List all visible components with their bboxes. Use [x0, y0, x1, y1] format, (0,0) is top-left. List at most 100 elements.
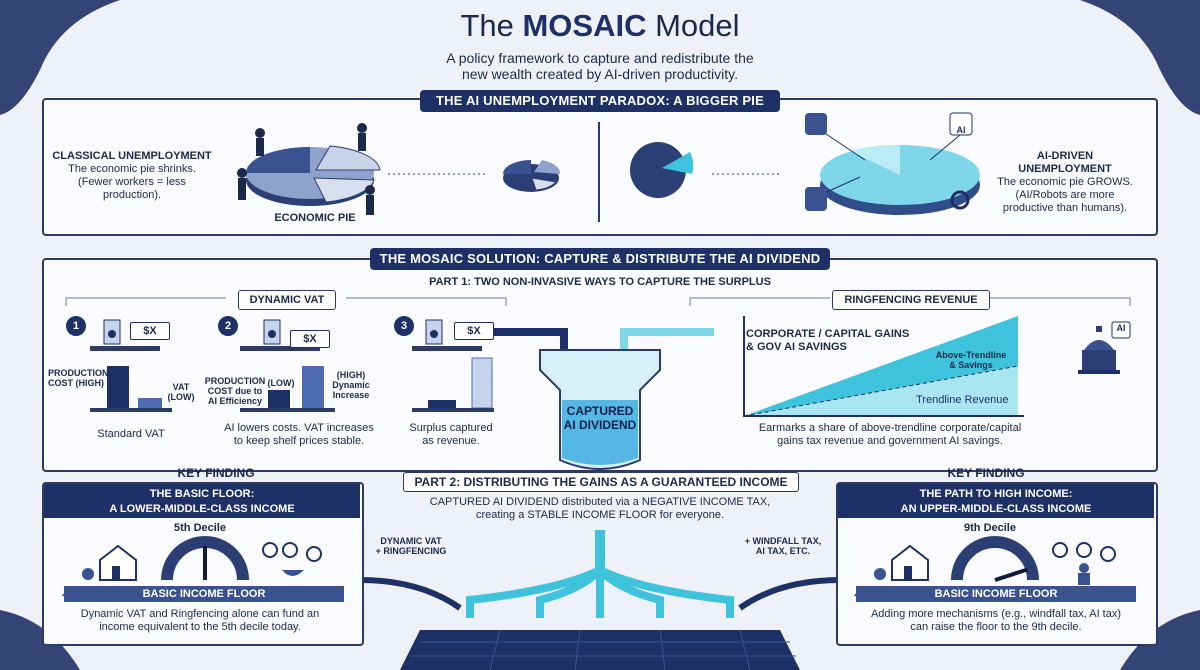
paradox-banner: THE AI UNEMPLOYMENT PARADOX: A BIGGER PI…	[420, 90, 780, 112]
left-header-line-2: A LOWER-MIDDLE-CLASS INCOME	[109, 503, 295, 515]
capitol-icon	[1078, 321, 1131, 374]
part2-desc-line-1: CAPTURED AI DIVIDEND distributed via a N…	[429, 496, 771, 508]
step-3-number: 3	[394, 316, 414, 336]
ringfencing-caption-line-2: gains tax revenue and government AI savi…	[777, 435, 1003, 447]
step-3-caption: Surplus captured as revenue.	[396, 422, 506, 448]
step-2-low-label: (LOW)	[267, 378, 295, 388]
paradox-divider	[598, 122, 600, 222]
page-subtitle: A policy framework to capture and redist…	[300, 50, 900, 82]
robot-icon-2	[805, 187, 827, 211]
step-1-cost-label: PRODUCTION COST (HIGH)	[48, 368, 109, 388]
step-1-price-tag: $X	[130, 322, 170, 340]
step-3-price-tag-text: $X	[467, 325, 481, 337]
left-finding-header: THE BASIC FLOOR: A LOWER-MIDDLE-CLASS IN…	[44, 484, 360, 518]
trendline-area	[744, 366, 1018, 416]
left-header-line-1: THE BASIC FLOOR:	[149, 488, 255, 500]
broken-pie-illustration	[237, 123, 381, 215]
step-1-number: 1	[66, 316, 86, 336]
gear-icon	[950, 190, 970, 210]
right-input-line-1: + WINDFALL TAX,	[744, 536, 822, 546]
ai-line-3: productive than humans).	[1002, 202, 1128, 214]
ai-title: AI-DRIVEN UNEMPLOYMENT	[1018, 150, 1112, 175]
corner-decoration-top-left	[0, 0, 120, 115]
page-title: The MOSAIC Model	[300, 8, 900, 44]
above-label-line-1: Above-Trendline	[935, 350, 1007, 360]
ai-badge-paradox: AI	[956, 125, 966, 135]
title-pre: The	[460, 8, 523, 43]
left-gauge	[161, 536, 249, 581]
ringfencing-ai-badge: AI	[1116, 323, 1126, 333]
left-caption-line-2: income equivalent to the 5th decile toda…	[99, 621, 301, 633]
gauge-needle	[994, 567, 1028, 582]
classical-title: CLASSICAL UNEMPLOYMENT	[52, 150, 212, 162]
classical-text: CLASSICAL UNEMPLOYMENT The economic pie …	[52, 150, 212, 202]
step-1-vat-label: VAT (LOW)	[167, 382, 195, 402]
dynamic-vat-header: DYNAMIC VAT	[238, 290, 336, 310]
step-2-caption-line-1: AI lowers costs. VAT increases	[224, 422, 374, 434]
paradox-dotted-line-right	[712, 173, 782, 175]
left-decile-label: 5th Decile	[174, 522, 226, 534]
price-tag-icon: $X	[143, 325, 157, 337]
ringfencing-bracket	[689, 297, 1131, 306]
right-input-label: + WINDFALL TAX, AI TAX, ETC.	[738, 536, 828, 556]
trendline	[743, 365, 1019, 417]
corner-decoration-top-right	[1080, 0, 1200, 115]
airplane-icon	[1076, 542, 1092, 558]
corner-decoration-bottom-right	[1120, 610, 1200, 670]
left-input-line-2: + RINGFENCING	[375, 546, 447, 556]
solution-banner: THE MOSAIC SOLUTION: CAPTURE & DISTRIBUT…	[370, 248, 830, 270]
paradox-dotted-line-left	[388, 173, 488, 175]
funnel-label: CAPTURED AI DIVIDEND	[540, 404, 660, 432]
step-3-shelf	[412, 319, 494, 412]
part2-desc-line-2: creating a STABLE INCOME FLOOR for every…	[476, 509, 724, 521]
step-3-price-tag: $X	[454, 322, 494, 340]
classical-line-2: (Fewer workers = less production).	[78, 176, 186, 201]
graduation-cap-icon	[1052, 542, 1068, 558]
ai-unemployment-text: AI-DRIVEN UNEMPLOYMENT The economic pie …	[990, 150, 1140, 215]
left-caption-line-1: Dynamic VAT and Ringfencing alone can fu…	[80, 608, 320, 620]
captured-dividend-funnel	[539, 349, 661, 470]
growing-pie-illustration	[805, 112, 980, 215]
step-3-caption-line-1: Surplus captured	[409, 422, 493, 434]
right-caption-line-1: Adding more mechanisms (e.g., windfall t…	[870, 608, 1122, 620]
part2-description: CAPTURED AI DIVIDEND distributed via a N…	[380, 496, 820, 522]
chart-title: CORPORATE / CAPITAL GAINS & GOV AI SAVIN…	[746, 328, 909, 354]
part2-banner: PART 2: DISTRIBUTING THE GAINS AS A GUAR…	[403, 472, 799, 492]
right-finding-header: THE PATH TO HIGH INCOME: AN UPPER-MIDDLE…	[838, 484, 1154, 518]
gauge-arc	[951, 536, 1039, 581]
corner-decoration-bottom-left	[0, 610, 80, 670]
ai-line-2: (AI/Robots are more	[1015, 189, 1115, 201]
left-finding-caption: Dynamic VAT and Ringfencing alone can fu…	[50, 608, 350, 634]
distribution-flows	[359, 530, 841, 670]
left-key-finding: KEY FINDING	[177, 466, 255, 480]
left-floor-label: BASIC INCOME FLOOR	[64, 586, 344, 602]
right-floor-label: BASIC INCOME FLOOR	[856, 586, 1136, 602]
step-2-cost-label: PRODUCTION COST due to AI Efficiency	[204, 376, 266, 406]
title-strong: MOSAIC	[522, 8, 647, 43]
subtitle-line-2: new wealth created by AI-driven producti…	[462, 66, 738, 82]
step-2-price-tag: $X	[290, 330, 330, 348]
step-2-high-label: (HIGH) Dynamic Increase	[332, 370, 370, 400]
chart-title-line-2: & GOV AI SAVINGS	[746, 341, 847, 353]
ringfencing-chart	[743, 316, 1024, 417]
part1-title: PART 1: TWO NON-INVASIVE WAYS TO CAPTURE…	[429, 276, 771, 288]
right-header-line-2: AN UPPER-MIDDLE-CLASS INCOME	[900, 503, 1092, 515]
ai-line-1: The economic pie GROWS.	[997, 176, 1133, 188]
ringfencing-header: RINGFENCING REVENUE	[832, 290, 990, 310]
funnel-label-line-2: AI DIVIDEND	[563, 418, 637, 432]
small-broken-pie	[503, 160, 561, 192]
right-finding-caption: Adding more mechanisms (e.g., windfall t…	[846, 608, 1146, 634]
classical-line-1: The economic pie shrinks.	[68, 163, 196, 175]
left-input-label: DYNAMIC VAT + RINGFENCING	[366, 536, 456, 556]
above-label-line-2: & Savings	[949, 360, 993, 370]
house-icon	[99, 544, 137, 581]
step-3-caption-line-2: as revenue.	[422, 435, 480, 447]
right-key-finding: KEY FINDING	[947, 466, 1025, 480]
right-header-line-1: THE PATH TO HIGH INCOME:	[919, 488, 1073, 500]
ringfencing-caption-line-1: Earmarks a share of above-trendline corp…	[758, 422, 1022, 434]
above-trendline-label: Above-Trendline & Savings	[926, 350, 1016, 370]
step-2-shelf	[240, 319, 335, 412]
step-2-caption-line-2: to keep shelf prices stable.	[233, 435, 365, 447]
right-input-line-2: AI TAX, ETC.	[755, 546, 811, 556]
gauge-arc	[161, 536, 249, 581]
